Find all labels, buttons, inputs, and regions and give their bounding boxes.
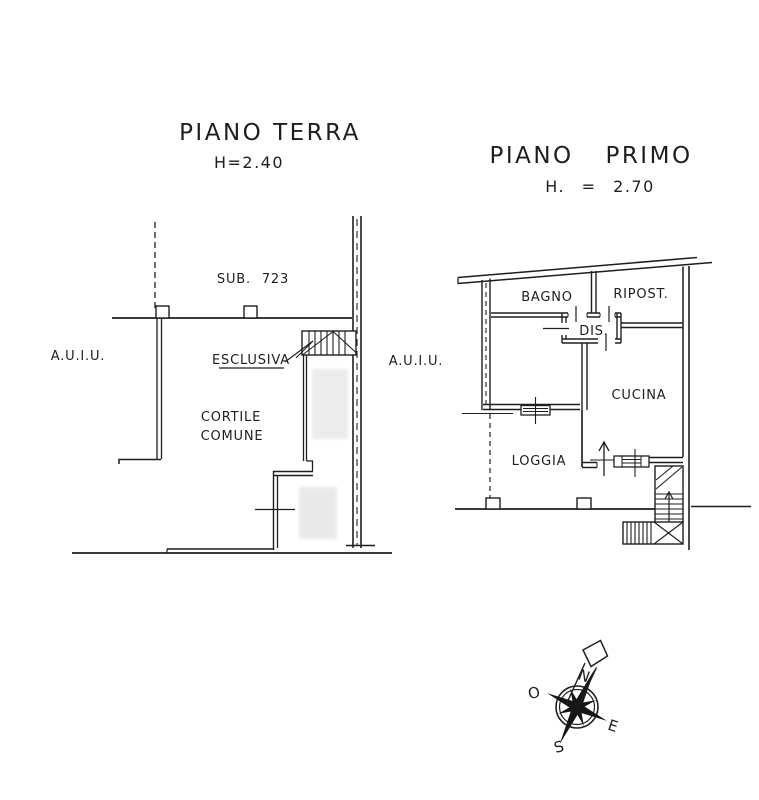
- sub-723-label: SUB. 723: [217, 272, 289, 287]
- ground-floor-title: PIANO TERRA: [179, 120, 361, 146]
- comune-label: COMUNE: [201, 429, 264, 444]
- ground-floor-walls: [72, 216, 392, 554]
- leader-line: [295, 340, 314, 359]
- pillar-marker: [485, 497, 501, 510]
- auiu-right-label: A.U.I.U.: [389, 354, 443, 369]
- pillar-marker: [243, 305, 258, 319]
- first-floor-walls: [455, 256, 751, 550]
- loggia-label: LOGGIA: [512, 454, 567, 469]
- first-floor-title: PIANO PRIMO: [489, 143, 692, 169]
- auiu-left-label: A.U.I.U.: [51, 349, 105, 364]
- erased-stamp-upper: [312, 369, 348, 439]
- ground-floor-height: H=2.40: [214, 153, 284, 172]
- first-floor-height: H. = 2.70: [545, 177, 655, 196]
- cortile-label: CORTILE: [201, 410, 261, 425]
- north-arrow: [565, 639, 609, 710]
- compass-star: [547, 668, 607, 745]
- compass-rose: N O E S: [526, 639, 620, 757]
- window-symbol: [613, 449, 650, 477]
- cucina-label: CUCINA: [612, 388, 667, 403]
- compass-west-label: O: [526, 683, 542, 703]
- erased-stamp-lower: [299, 487, 337, 539]
- pillar-marker: [155, 305, 170, 319]
- esclusiva-label: ESCLUSIVA: [212, 353, 290, 368]
- door-direction-arrow: [598, 440, 610, 476]
- ground-floor-plan: PIANO TERRA H=2.40 SUB. 723 A.U.I.U. A.U…: [51, 120, 443, 554]
- window-symbol: [520, 397, 551, 424]
- bagno-label: BAGNO: [521, 290, 573, 305]
- ripost-label: RIPOST.: [613, 287, 668, 302]
- first-floor-plan: PIANO PRIMO H. = 2.70 BAGNO RIPOST. DIS.…: [455, 143, 751, 550]
- pillar-marker: [576, 497, 592, 510]
- leader-line: [284, 340, 314, 363]
- compass-ring-inner: [558, 688, 596, 726]
- stairs-symbol-first: [622, 465, 684, 545]
- dis-label: DIS.: [579, 324, 608, 339]
- compass-ring-outer: [555, 685, 599, 729]
